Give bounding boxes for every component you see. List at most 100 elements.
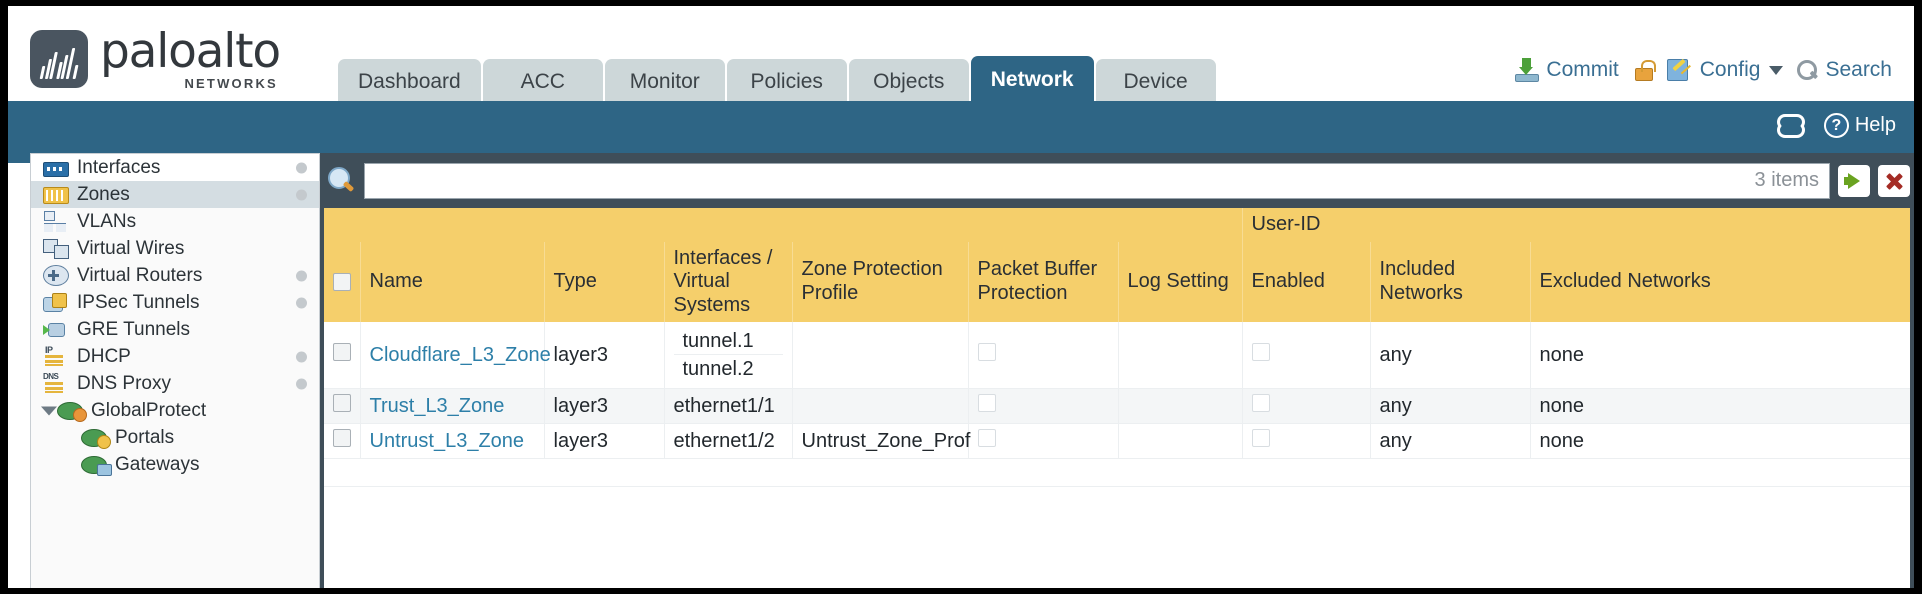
cell-userid-enabled xyxy=(1242,423,1371,460)
column-header-excluded-networks[interactable]: Excluded Networks xyxy=(1530,241,1910,323)
sidebar-item-label: IPSec Tunnels xyxy=(77,292,200,313)
portals-icon xyxy=(81,428,111,449)
cell-excluded-networks: none xyxy=(1530,423,1910,460)
clear-filter-button[interactable] xyxy=(1878,164,1910,197)
select-all-header xyxy=(324,241,361,323)
sidebar-item-zones[interactable]: Zones xyxy=(31,181,319,208)
column-header-packet-buffer[interactable]: Packet Buffer Protection xyxy=(968,241,1119,323)
table-header-row: Name Type Interfaces / Virtual Systems Z… xyxy=(324,241,1910,323)
column-header-userid-enabled[interactable]: Enabled xyxy=(1242,241,1371,323)
tab-network[interactable]: Network xyxy=(970,56,1094,104)
sidebar-item-dhcp[interactable]: DHCP xyxy=(31,343,319,370)
refresh-icon[interactable] xyxy=(1776,113,1805,138)
tab-dashboard[interactable]: Dashboard xyxy=(338,59,481,104)
search-input[interactable]: 3 items xyxy=(364,162,1830,199)
sidebar-item-dns-proxy[interactable]: DNS Proxy xyxy=(31,370,319,397)
unlock-icon[interactable] xyxy=(1633,59,1656,81)
vlans-icon xyxy=(43,211,69,232)
sidebar-item-ipsec-tunnels[interactable]: IPSec Tunnels xyxy=(31,289,319,316)
row-checkbox[interactable] xyxy=(333,394,351,413)
zone-name-link[interactable]: Untrust_L3_Zone xyxy=(369,430,525,453)
sidebar-item-interfaces[interactable]: Interfaces xyxy=(31,154,319,181)
filter-bar: 3 items xyxy=(320,153,1914,208)
tab-acc[interactable]: ACC xyxy=(482,59,603,104)
help-label: Help xyxy=(1854,114,1896,136)
zones-table-container: User-ID Name Type Interfaces / Virtual S… xyxy=(324,208,1910,588)
sidebar-item-label: Gateways xyxy=(115,454,200,475)
sidebar-item-gateways[interactable]: Gateways xyxy=(31,451,319,478)
zone-name-link[interactable]: Trust_L3_Zone xyxy=(369,395,505,418)
column-header-included-networks[interactable]: Included Networks xyxy=(1370,241,1531,323)
cell-userid-enabled xyxy=(1242,322,1371,390)
packet-buffer-checkbox[interactable] xyxy=(977,343,996,362)
row-checkbox[interactable] xyxy=(333,429,351,448)
sub-header-bar: ? Help xyxy=(8,101,1914,163)
sidebar-item-label: Interfaces xyxy=(77,157,161,178)
cell-type: layer3 xyxy=(544,423,665,460)
column-header-name[interactable]: Name xyxy=(360,241,545,323)
gre-tunnels-icon xyxy=(43,319,69,340)
tree-expand-caret-icon[interactable] xyxy=(41,406,57,415)
status-dot xyxy=(296,297,307,308)
cell-excluded-networks: none xyxy=(1530,388,1910,425)
cell-name: Cloudflare_L3_Zone xyxy=(360,322,551,390)
sidebar-item-virtual-wires[interactable]: Virtual Wires xyxy=(31,235,319,262)
gateways-icon xyxy=(81,455,112,476)
zone-name-link[interactable]: Cloudflare_L3_Zone xyxy=(369,344,551,367)
interface-item: tunnel.1 xyxy=(673,327,783,356)
column-header-interfaces[interactable]: Interfaces / Virtual Systems xyxy=(664,241,793,323)
row-checkbox[interactable] xyxy=(333,343,351,362)
config-menu-button[interactable]: Config xyxy=(1666,58,1784,82)
config-label: Config xyxy=(1699,58,1761,81)
packet-buffer-checkbox[interactable] xyxy=(977,394,996,413)
config-icon xyxy=(1666,58,1693,82)
commit-button[interactable]: Commit xyxy=(1515,58,1619,82)
sidebar-item-label: Virtual Routers xyxy=(77,265,203,286)
tab-objects[interactable]: Objects xyxy=(848,59,969,104)
help-button[interactable]: ? Help xyxy=(1823,113,1896,138)
top-header-bar: paloalto NETWORKS Dashboard ACC Monitor … xyxy=(8,6,1914,104)
sidebar-item-label: GlobalProtect xyxy=(91,400,207,421)
header-actions: Commit Config Search xyxy=(1515,58,1892,82)
apply-filter-button[interactable] xyxy=(1838,164,1870,197)
sidebar-item-label: Zones xyxy=(77,184,130,205)
commit-icon xyxy=(1515,58,1540,82)
sidebar-item-vlans[interactable]: VLANs xyxy=(31,208,319,235)
globalprotect-icon xyxy=(57,401,87,422)
cell-type: layer3 xyxy=(544,388,665,425)
main-nav-tabs: Dashboard ACC Monitor Policies Objects N… xyxy=(338,56,1216,104)
cell-interfaces: ethernet1/1 xyxy=(664,388,793,425)
column-header-zone-protection[interactable]: Zone Protection Profile xyxy=(792,241,969,323)
virtual-wires-icon xyxy=(43,238,69,259)
paloalto-logo-icon xyxy=(30,30,88,88)
interfaces-icon xyxy=(43,161,69,177)
table-row[interactable]: Trust_L3_Zone layer3 ethernet1/1 any xyxy=(324,388,1910,425)
sidebar-item-virtual-routers[interactable]: Virtual Routers xyxy=(31,262,319,289)
tab-device[interactable]: Device xyxy=(1095,59,1216,104)
tab-monitor[interactable]: Monitor xyxy=(604,59,725,104)
tab-policies[interactable]: Policies xyxy=(726,59,847,104)
column-header-type[interactable]: Type xyxy=(544,241,665,323)
sidebar-item-label: VLANs xyxy=(77,211,137,232)
search-button[interactable]: Search xyxy=(1797,58,1892,82)
column-header-log-setting[interactable]: Log Setting xyxy=(1118,241,1243,323)
group-header-userid: User-ID xyxy=(1242,208,1910,242)
select-all-checkbox[interactable] xyxy=(333,272,351,291)
cell-zone-protection xyxy=(792,322,969,390)
sidebar-item-gre-tunnels[interactable]: GRE Tunnels xyxy=(31,316,319,343)
table-row[interactable]: Untrust_L3_Zone layer3 ethernet1/2 Untru… xyxy=(324,423,1910,460)
row-select-cell xyxy=(324,423,361,460)
search-label: Search xyxy=(1825,58,1892,81)
cell-included-networks: any xyxy=(1370,423,1531,460)
userid-enabled-checkbox[interactable] xyxy=(1251,343,1270,362)
cell-packet-buffer xyxy=(968,322,1119,390)
magnifier-icon[interactable] xyxy=(326,166,356,196)
cell-name: Trust_L3_Zone xyxy=(360,388,545,425)
userid-enabled-checkbox[interactable] xyxy=(1251,394,1270,413)
sidebar-item-portals[interactable]: Portals xyxy=(31,424,319,451)
network-sidebar[interactable]: Interfaces Zones VLANs Virtual Wires Vir… xyxy=(30,153,320,588)
sidebar-item-globalprotect[interactable]: GlobalProtect xyxy=(31,397,319,424)
packet-buffer-checkbox[interactable] xyxy=(977,429,996,448)
userid-enabled-checkbox[interactable] xyxy=(1251,429,1270,448)
cell-packet-buffer xyxy=(968,388,1119,425)
